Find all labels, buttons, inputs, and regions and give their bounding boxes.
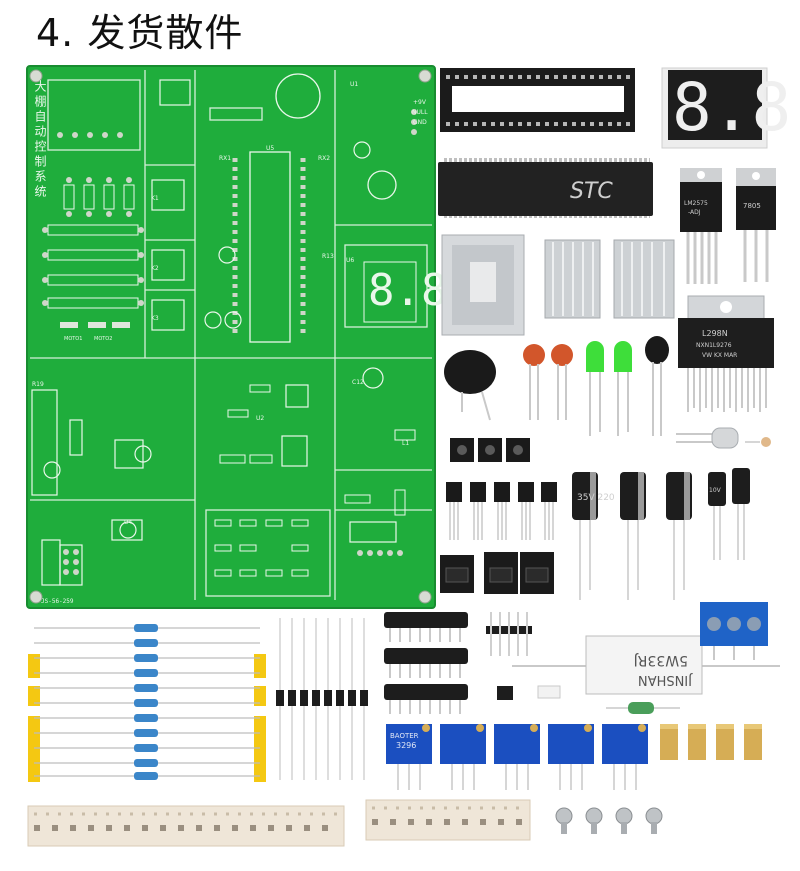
pcb-label-u1: U1 [350, 81, 358, 88]
pcb-label-u4: U4 [124, 519, 132, 526]
pcb-label-rx2: RX2 [318, 155, 330, 162]
electrolytic-capacitors: 35V 220 10V [572, 468, 750, 600]
screws [555, 807, 663, 834]
voltage-regulator: LM2575 -ADJ [680, 168, 722, 284]
cap-marking: 35V 220 [577, 493, 615, 503]
heatsink-small-1 [544, 239, 601, 319]
brass-standoffs [660, 724, 762, 760]
mcu-marking: STC [570, 179, 613, 204]
amplifier-marking-2: NXN1L9276 [696, 342, 732, 349]
smd-component-tapes [27, 799, 531, 847]
heatsink-large [441, 234, 525, 336]
pcb-board-id: JS-56-259 [41, 598, 74, 605]
regulator-marking-1: LM2575 [684, 200, 708, 207]
pcb-label-moto2: MOTO2 [94, 336, 112, 342]
pcb-label-rx1: RX1 [219, 155, 231, 162]
pcb-label-u2: U2 [256, 415, 264, 422]
ic-socket-40pin [440, 68, 635, 132]
cement-resistor-brand: JINSHAN [638, 672, 693, 687]
pcb-label-gnd: GND [413, 119, 427, 126]
cement-resistor: 5W33RJ JINSHAN [512, 635, 780, 695]
heatsink-small-2 [613, 239, 675, 319]
resistor-tape [28, 624, 266, 782]
resistor-networks [384, 612, 468, 714]
mcu-chip: STC [438, 158, 653, 218]
pcb-board: 8.8. [26, 65, 474, 609]
pcb-label-null: NULL [412, 109, 428, 116]
pcb-title: 大棚自动控制系统 [33, 80, 47, 200]
crystal-oscillator [676, 427, 739, 449]
u5-pads [232, 158, 306, 336]
pcb-label-moto1: MOTO1 [64, 336, 82, 342]
voltage-regulator-7805: 7805 [736, 168, 776, 282]
thermistor [645, 336, 669, 436]
trimmer-potentiometers: BAOTER 3296 [386, 724, 648, 790]
pcb-label-k2: K2 [151, 265, 159, 272]
amplifier-marking-1: L298N [702, 329, 728, 338]
regulator-marking-3: 7805 [743, 202, 761, 210]
cap-small-marking: 10V [709, 487, 722, 494]
display-digits: 8.8. [672, 69, 800, 146]
photoresistor [745, 437, 771, 447]
diodes [276, 618, 368, 780]
screw-terminal-block [700, 602, 768, 660]
tact-switches [450, 438, 530, 462]
cement-resistor-value: 5W33RJ [634, 652, 688, 668]
regulator-marking-2: -ADJ [688, 209, 701, 216]
transistors [446, 482, 557, 540]
pcb-label-9v: +9V [413, 99, 427, 106]
buzzer [444, 350, 496, 421]
inductor [606, 702, 680, 714]
pcb-label-l1: L1 [402, 440, 409, 447]
ceramic-capacitor [523, 344, 573, 420]
amplifier-marking-3: VW KX MAR [702, 352, 737, 359]
pcb-label-u6: U6 [346, 257, 354, 264]
green-led [586, 341, 632, 436]
pcb-label-r19: R19 [32, 381, 44, 388]
pcb-label-k3: K3 [151, 315, 159, 322]
trimmer-marking: 3296 [396, 741, 416, 750]
pcb-label-u5: U5 [266, 145, 274, 152]
jumper-cap [497, 686, 513, 700]
pcb-label-k1: K1 [151, 195, 159, 202]
smd-fuse [537, 685, 561, 699]
trimmer-brand: BAOTER [390, 732, 419, 740]
pin-header [486, 612, 532, 656]
page-heading: 4. 发货散件 [36, 11, 244, 55]
seven-segment-display: 8.8. [661, 67, 800, 149]
motor-driver-chip: L298N NXN1L9276 VW KX MAR [678, 295, 774, 412]
pcb-label-r13: R13 [322, 253, 334, 260]
dip8-chips [440, 552, 554, 594]
pcb-label-c12: C12 [352, 379, 364, 386]
